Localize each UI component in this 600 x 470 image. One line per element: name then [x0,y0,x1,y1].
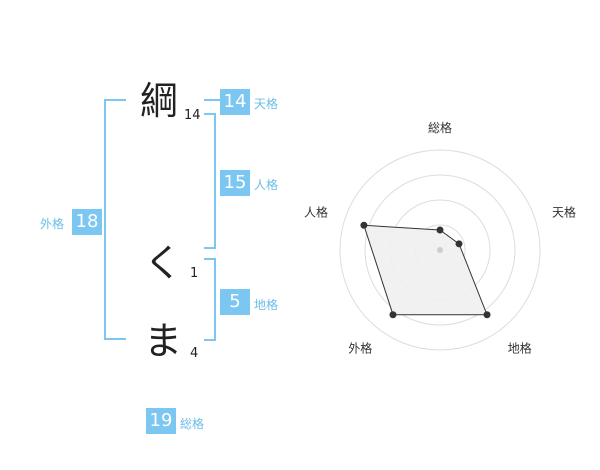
chikaku-bracket [204,258,216,341]
radar-axis-label-2: 地格 [508,341,532,356]
radar-point-4 [360,221,368,229]
radar-ring-4 [339,149,541,351]
radar-center [437,247,443,253]
stroke-count-3: 4 [190,346,199,361]
gaikaku-bracket [104,99,126,340]
name-char-1: 綱 [140,79,179,123]
radar-point-3 [389,311,397,319]
radar-area [363,224,488,316]
radar-axis-label-0: 総格 [428,120,452,135]
jinkaku-value-box: 15 [220,170,250,196]
radar-axis-label-4: 人格 [304,204,328,219]
gaikaku-value-box: 18 [72,209,102,235]
tenkaku-value-box: 14 [220,89,250,115]
jinkaku-label: 人格 [254,178,279,192]
radar-axis-label-1: 天格 [552,204,576,219]
radar-point-0 [436,226,444,234]
radar-point-2 [483,311,491,319]
soukaku-value-box: 19 [146,408,176,434]
jinkaku-bracket [204,113,216,249]
name-char-2: く [144,241,183,285]
soukaku-label: 総格 [180,417,205,431]
radar-point-1 [455,240,463,248]
stroke-count-2: 1 [190,266,199,281]
gaikaku-label: 外格 [40,217,65,231]
radar-ring-3 [364,174,516,326]
chikaku-label: 地格 [254,298,279,312]
tenkaku-connector [204,99,220,101]
chikaku-value-box: 5 [220,289,250,315]
radar-axis-label-3: 外格 [348,341,372,356]
stroke-count-1: 14 [184,108,201,123]
tenkaku-label: 天格 [254,97,279,111]
name-char-3: ま [144,319,183,363]
